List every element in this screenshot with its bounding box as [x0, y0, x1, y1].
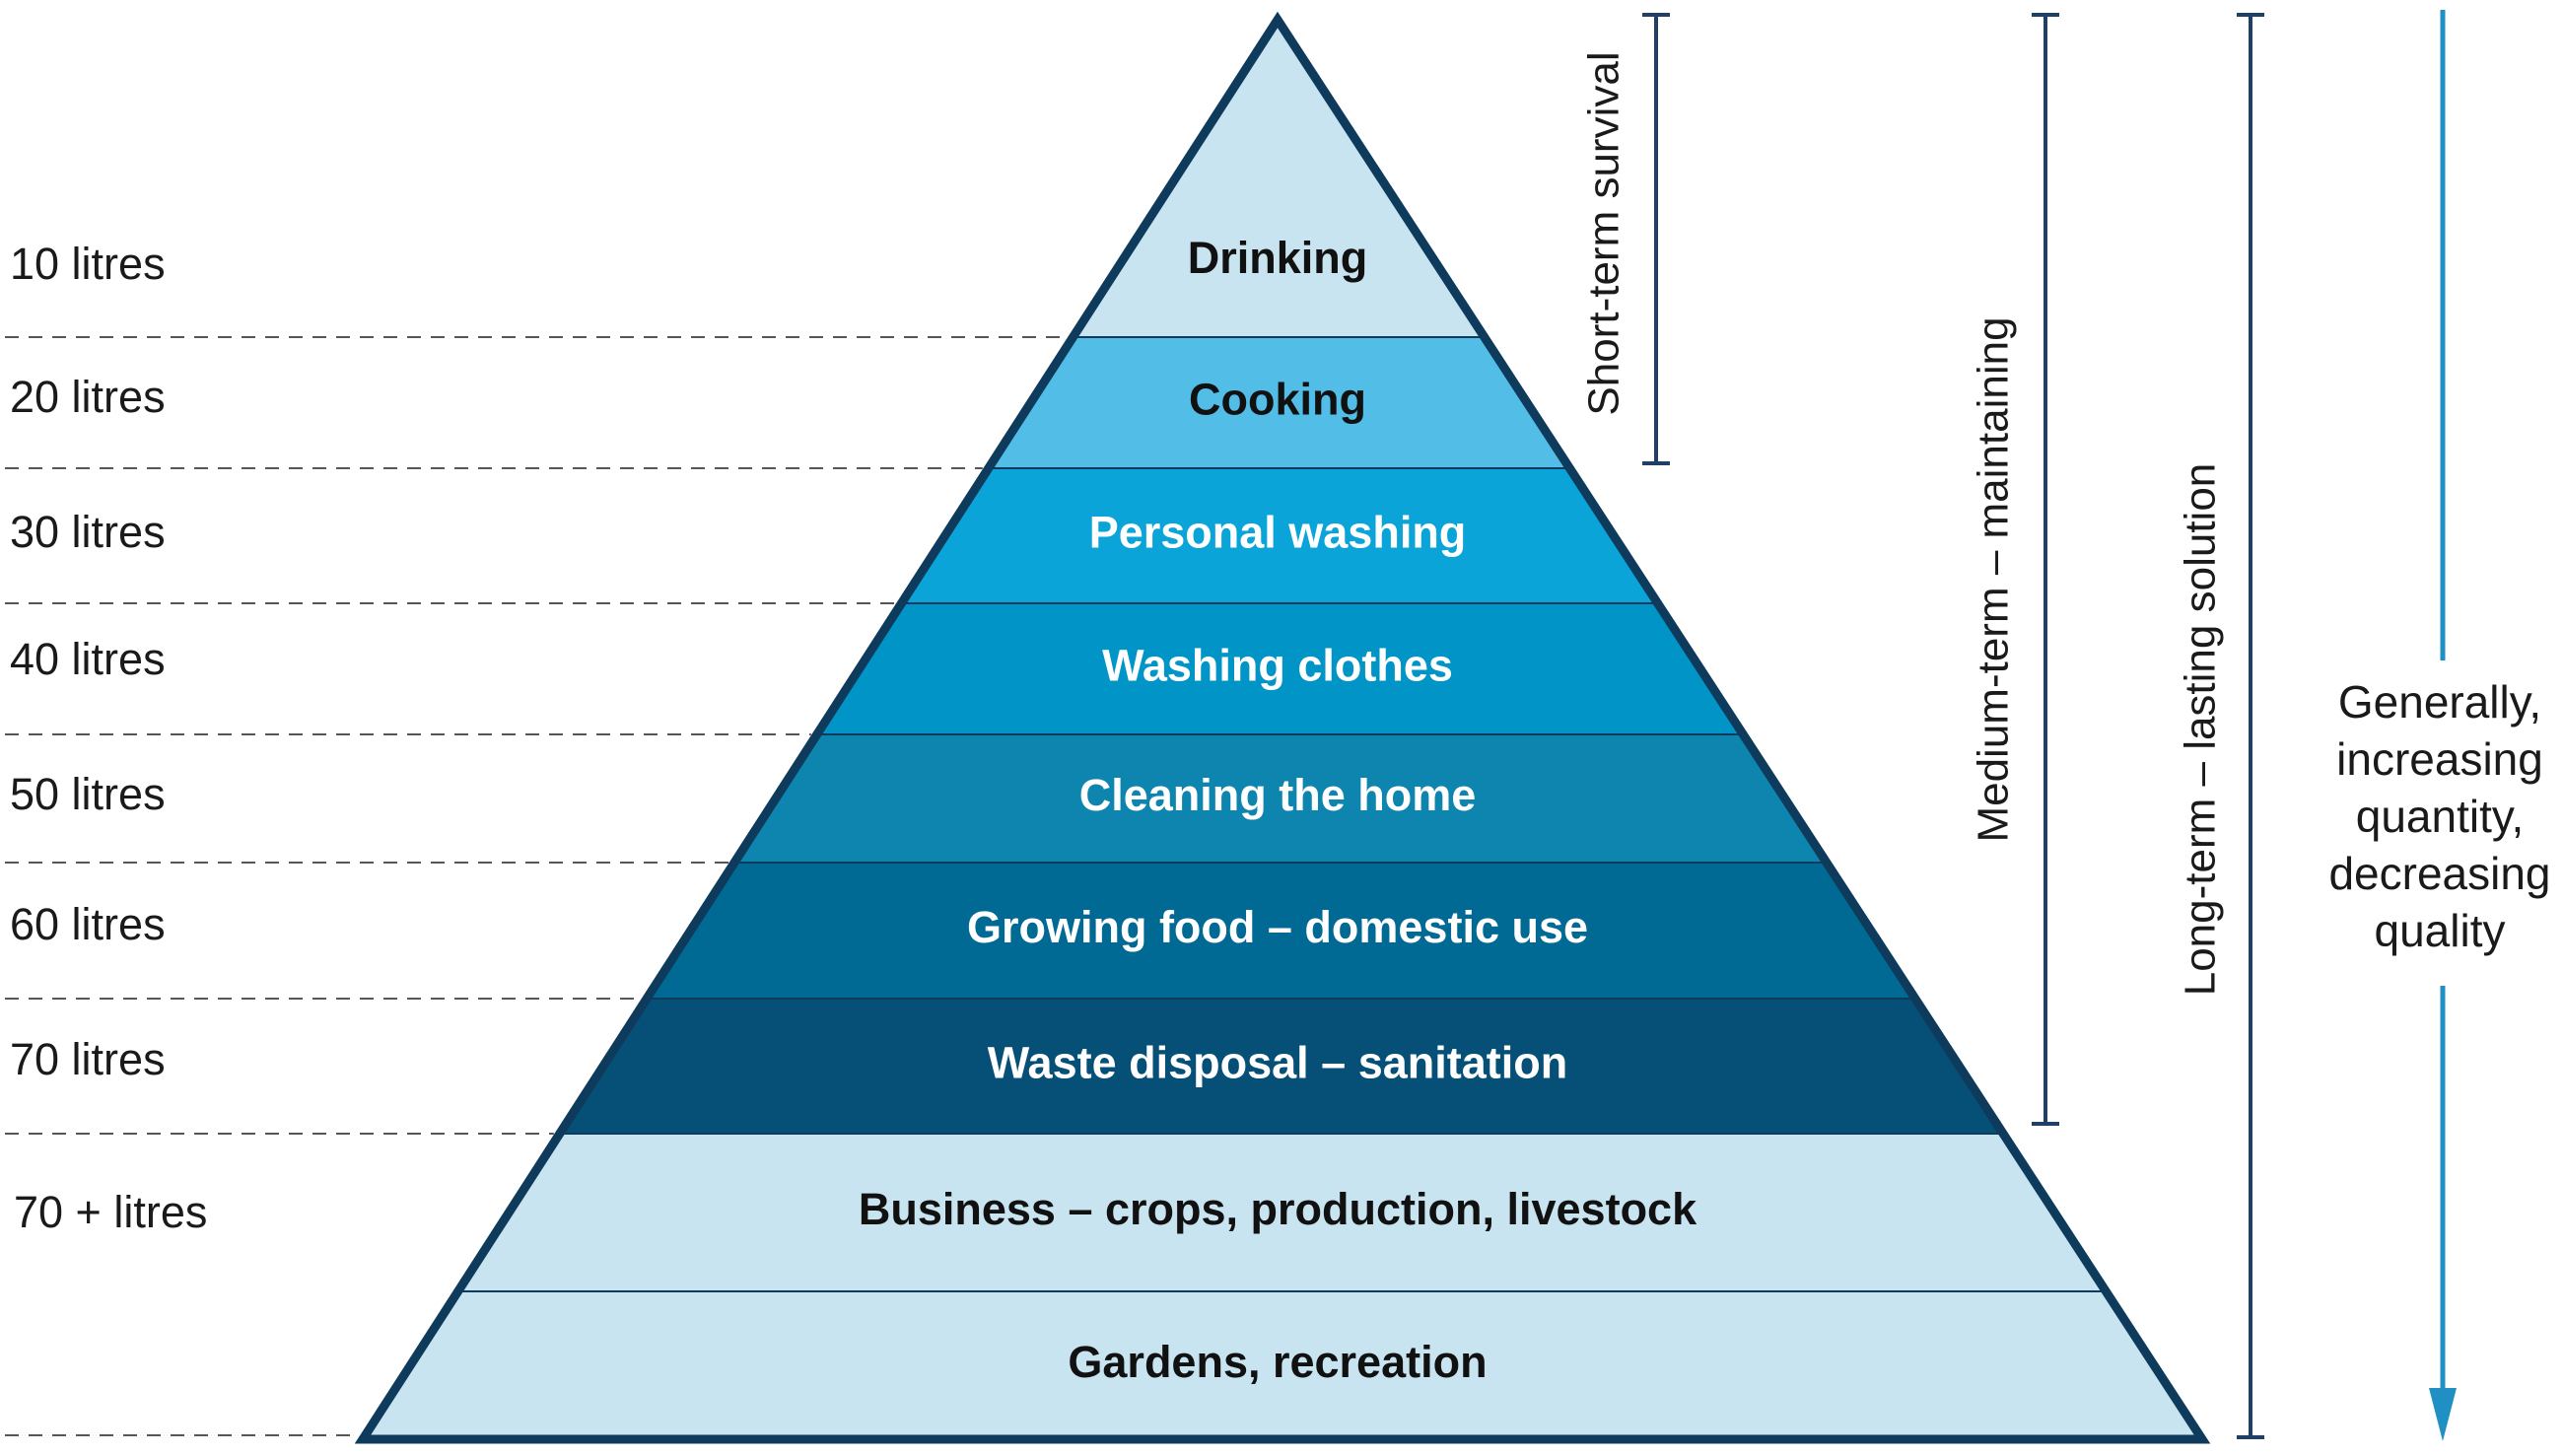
bracket-short-term	[1642, 13, 1670, 465]
arrow-head-icon	[2429, 1388, 2457, 1441]
note-background	[2297, 660, 2563, 986]
pyramid-layer-label: Personal washing	[1089, 507, 1467, 557]
volume-label-30: 30 litres	[10, 507, 166, 557]
volume-label-20: 20 litres	[10, 372, 166, 422]
pyramid-layer-label: Washing clothes	[1102, 640, 1453, 690]
time-bracket-labels: Short-term survival Medium-term – mainta…	[1580, 51, 2225, 996]
volume-labels: 10 litres 20 litres 30 litres 40 litres …	[10, 239, 207, 1237]
pyramid-outline	[354, 11, 2211, 1444]
volume-label-40: 40 litres	[10, 634, 166, 684]
note-line: Generally,	[2338, 676, 2541, 728]
note-line: increasing	[2336, 733, 2543, 785]
bracket-long-term	[2237, 13, 2264, 1439]
volume-label-50: 50 litres	[10, 769, 166, 819]
volume-label-10: 10 litres	[10, 239, 166, 289]
pyramid-layer	[1071, 18, 1487, 338]
bracket-label-long-term: Long-term – lasting solution	[2177, 463, 2225, 997]
bracket-label-short-term: Short-term survival	[1580, 51, 1628, 415]
volume-label-70: 70 litres	[10, 1034, 166, 1084]
pyramid-layer-label: Growing food – domestic use	[967, 902, 1588, 952]
note-line: quantity,	[2356, 791, 2524, 842]
pyramid-layer-label: Cleaning the home	[1079, 770, 1477, 820]
volume-divider-lines	[5, 336, 1068, 1436]
time-brackets	[1642, 13, 2264, 1439]
note-line: decreasing	[2328, 848, 2550, 899]
volume-label-70-plus: 70 + litres	[14, 1187, 207, 1237]
quantity-quality-note: Generally, increasing quantity, decreasi…	[2297, 660, 2563, 986]
pyramid-layer-label: Cooking	[1189, 374, 1366, 424]
pyramid	[354, 11, 2211, 1444]
note-line: quality	[2375, 905, 2506, 956]
bracket-medium-term	[2032, 13, 2059, 1126]
pyramid-layer-label: Drinking	[1188, 233, 1368, 283]
bracket-label-medium-term: Medium-term – maintaining	[1970, 316, 2018, 842]
pyramid-layer-label: Business – crops, production, livestock	[859, 1184, 1697, 1234]
pyramid-layer-label: Gardens, recreation	[1068, 1337, 1487, 1387]
pyramid-layer-label: Waste disposal – sanitation	[988, 1037, 1567, 1087]
volume-label-60: 60 litres	[10, 899, 166, 949]
